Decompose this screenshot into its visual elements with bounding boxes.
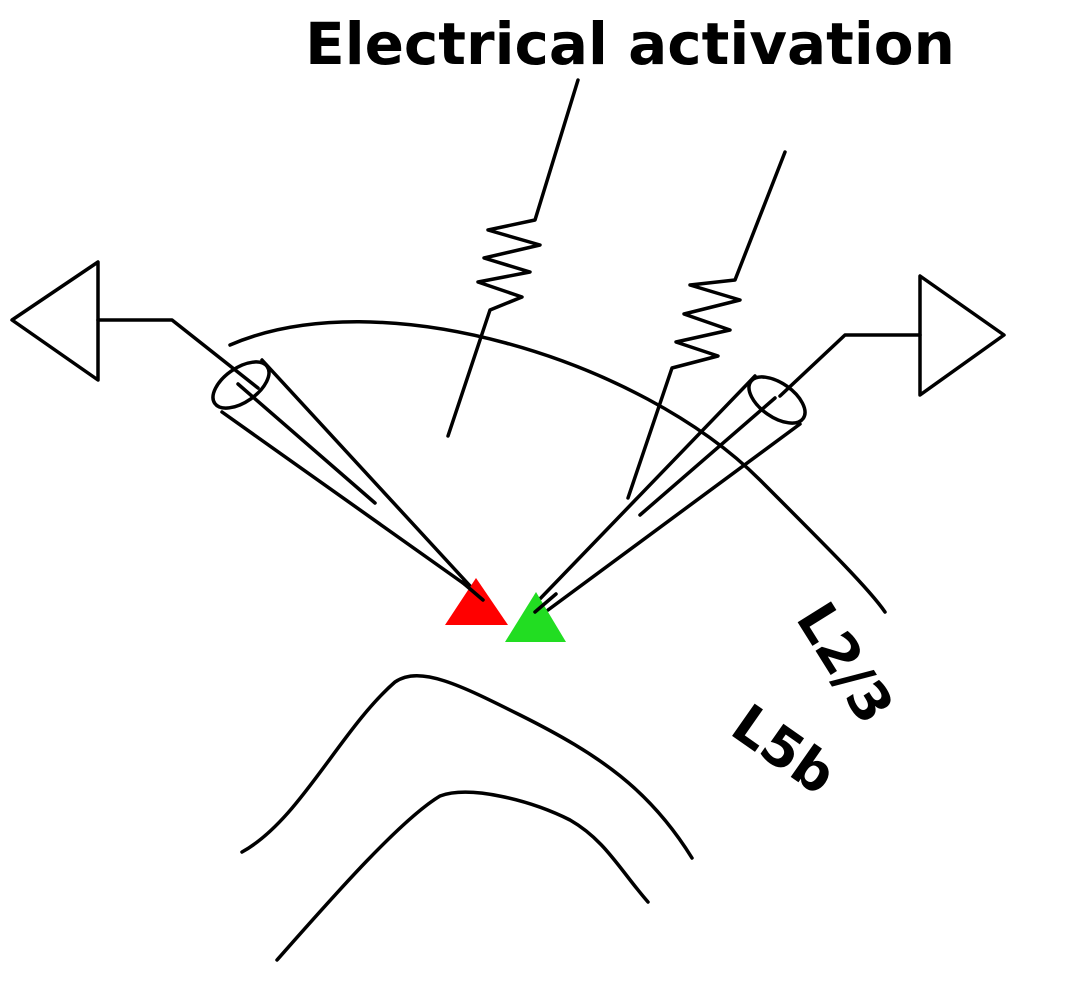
electrode-left-wire (446, 78, 580, 438)
pipette-icon (211, 358, 485, 602)
title: Electrical activation (305, 10, 955, 78)
pipette-left-edge-lower (220, 410, 472, 590)
layer-label-l23: L2/3 (784, 592, 906, 735)
amplifier-icon (778, 274, 1006, 398)
layer-label-l5b: L5b (721, 692, 848, 807)
pipette-icon (533, 374, 807, 612)
pipette-left-edge-upper (260, 358, 485, 602)
amplifier-right-triangle (918, 274, 1006, 397)
pipette-left-tip (460, 580, 485, 602)
electrode-icon (626, 150, 787, 500)
pipette-right-electrode (638, 396, 777, 517)
layer-boundary-l23 (228, 320, 887, 614)
pipette-right-tip (533, 592, 558, 614)
electrode-icon (446, 78, 580, 438)
neuron-green (505, 592, 566, 642)
pipette-left-electrode (236, 382, 377, 505)
amplifier-right-lead (778, 333, 922, 398)
amplifier-icon (10, 260, 260, 390)
amplifier-left-lead (96, 318, 260, 390)
pipette-right-edge-upper (533, 374, 757, 606)
layer-boundary-l5b-lower (275, 790, 650, 962)
electrode-right-wire (626, 150, 787, 500)
neuron-red (445, 578, 508, 625)
amplifier-left-triangle (10, 260, 100, 382)
pipette-right-edge-lower (546, 422, 802, 612)
layer-boundary-l5b-upper (240, 674, 694, 860)
